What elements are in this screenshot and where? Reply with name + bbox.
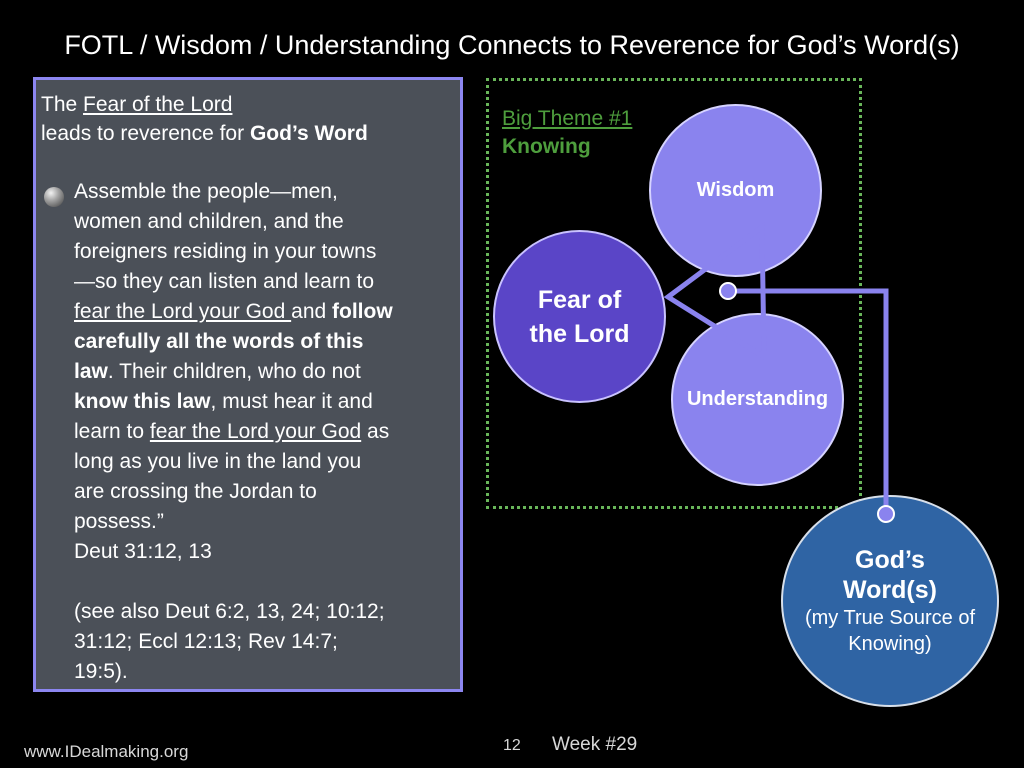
quote-reference: Deut 31:12, 13 xyxy=(74,540,212,563)
intro-line-1: The Fear of the Lord xyxy=(41,90,368,119)
fear-line-2: the Lord xyxy=(529,319,630,348)
gods-word-connector xyxy=(728,288,889,514)
quote-line: women and children, and the xyxy=(74,210,344,233)
connector-end-dot xyxy=(877,505,895,523)
quote-text: learn to xyxy=(74,420,150,443)
fear-of-the-lord-circle: Fear of the Lord xyxy=(493,230,666,403)
quote-underline: fear the Lord your God xyxy=(149,420,362,443)
intro-fear-of-the-lord: Fear of the Lord xyxy=(83,93,233,116)
intro-the: The xyxy=(41,93,84,116)
gods-word-title-1: God’s xyxy=(855,546,925,574)
gods-word-circle: God’s Word(s) (my True Source of Knowing… xyxy=(781,495,999,707)
scripture-panel: The Fear of the Lord leads to reverence … xyxy=(33,77,463,692)
quote-line: —so they can listen and learn to xyxy=(74,270,375,293)
quote-line: possess.” xyxy=(74,510,164,533)
footer-url: www.IDealmaking.org xyxy=(24,742,189,761)
scripture-quote: Assemble the people—men, women and child… xyxy=(74,177,393,687)
quote-line: Assemble the people—men, xyxy=(74,180,338,203)
quote-bold: follow xyxy=(332,300,393,323)
understanding-circle: Understanding xyxy=(671,313,844,486)
quote-line: fear the Lord your God and follow xyxy=(74,297,393,327)
quote-line: know this law, must hear it and xyxy=(74,387,393,417)
intro-leads-to: leads to reverence for xyxy=(41,122,250,145)
quote-bold: know this law xyxy=(74,390,211,413)
see-also-line: (see also Deut 6:2, 13, 24; 10:12; xyxy=(74,600,385,623)
understanding-label: Understanding xyxy=(686,388,829,410)
gods-word-title-2: Word(s) xyxy=(843,576,937,604)
quote-line: are crossing the Jordan to xyxy=(74,480,317,503)
see-also-line: 31:12; Eccl 12:13; Rev 14:7; xyxy=(74,630,338,653)
quote-underline: fear the Lord your God xyxy=(74,300,292,323)
quote-line: law. Their children, who do not xyxy=(74,357,393,387)
connector-start-dot xyxy=(719,282,737,300)
quote-line: learn to fear the Lord your God as xyxy=(74,417,393,447)
quote-text: as xyxy=(361,420,390,443)
intro-line-2: leads to reverence for God’s Word xyxy=(41,119,368,148)
panel-intro: The Fear of the Lord leads to reverence … xyxy=(41,90,368,148)
big-theme-label: Big Theme #1 Knowing xyxy=(502,105,632,161)
quote-bold: law xyxy=(74,360,108,383)
fear-of-the-lord-label: Fear of the Lord xyxy=(530,283,630,351)
bullet-icon xyxy=(44,187,64,207)
quote-line: foreigners residing in your towns xyxy=(74,240,377,263)
quote-text: , must hear it and xyxy=(210,390,373,413)
big-theme-title: Big Theme #1 xyxy=(502,107,633,130)
intro-gods-word: God’s Word xyxy=(249,122,368,145)
quote-line: long as you live in the land you xyxy=(74,450,362,473)
quote-text: and xyxy=(291,300,333,323)
quote-text: . Their children, who do not xyxy=(107,360,361,383)
slide-title: FOTL / Wisdom / Understanding Connects t… xyxy=(64,30,960,60)
gods-word-subtitle-1: (my True Source of xyxy=(804,607,976,629)
big-theme-subtitle: Knowing xyxy=(502,135,591,158)
week-label: Week #29 xyxy=(552,734,638,755)
gods-word-subtitle-2: Knowing) xyxy=(848,633,932,655)
fear-line-1: Fear of xyxy=(537,285,622,314)
page-number: 12 xyxy=(503,737,521,754)
wisdom-label: Wisdom xyxy=(696,179,775,201)
see-also-line: 19:5). xyxy=(74,660,128,683)
quote-line: carefully all the words of this xyxy=(74,330,364,353)
